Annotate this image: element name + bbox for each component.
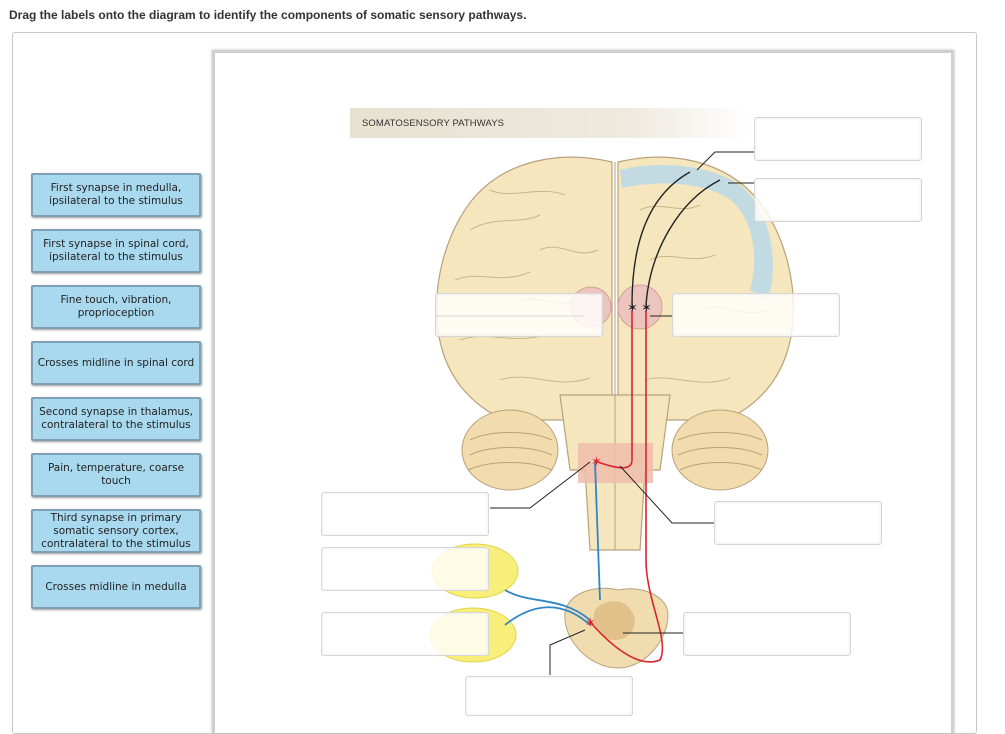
- label-fine-touch[interactable]: Fine touch, vibration, proprioception: [31, 285, 201, 329]
- neuron-star-icon: ✶: [641, 300, 652, 315]
- label-crosses-medulla[interactable]: Crosses midline in medulla: [31, 565, 201, 609]
- dropzone-5[interactable]: [321, 492, 489, 536]
- dropzone-10[interactable]: [465, 676, 633, 716]
- neuron-star-icon: ✶: [627, 300, 638, 315]
- dropzone-9[interactable]: [683, 612, 851, 656]
- dropzone-1[interactable]: [754, 117, 922, 161]
- label-crosses-spinal-cord[interactable]: Crosses midline in spinal cord: [31, 341, 201, 385]
- label-third-synapse-cortex[interactable]: Third synapse in primary somatic sensory…: [31, 509, 201, 553]
- black-pathway: [631, 171, 721, 306]
- neuron-star-icon: ✶: [585, 615, 596, 630]
- label-second-synapse-thalamus[interactable]: Second synapse in thalamus, contralatera…: [31, 397, 201, 441]
- label-pain-temperature[interactable]: Pain, temperature, coarse touch: [31, 453, 201, 497]
- blue-pathway: [504, 461, 601, 626]
- label-first-synapse-spinal-cord[interactable]: First synapse in spinal cord, ipsilatera…: [31, 229, 201, 273]
- dropzone-3[interactable]: [435, 293, 603, 337]
- instruction-text: Drag the labels onto the diagram to iden…: [9, 8, 527, 22]
- somatosensory-diagram: ✶ ✶ ✶ ✶: [429, 151, 795, 675]
- label-first-synapse-medulla[interactable]: First synapse in medulla, ipsilateral to…: [31, 173, 201, 217]
- neuron-star-icon: ✶: [591, 454, 602, 469]
- dropzone-7[interactable]: [321, 547, 489, 591]
- dropzone-6[interactable]: [714, 501, 882, 545]
- dropzone-4[interactable]: [672, 293, 840, 337]
- dropzone-2[interactable]: [754, 178, 922, 222]
- dropzone-8[interactable]: [321, 612, 489, 656]
- diagram-title: SOMATOSENSORY PATHWAYS: [350, 108, 750, 138]
- brain-illustration: [435, 156, 795, 669]
- red-pathway: [589, 310, 664, 663]
